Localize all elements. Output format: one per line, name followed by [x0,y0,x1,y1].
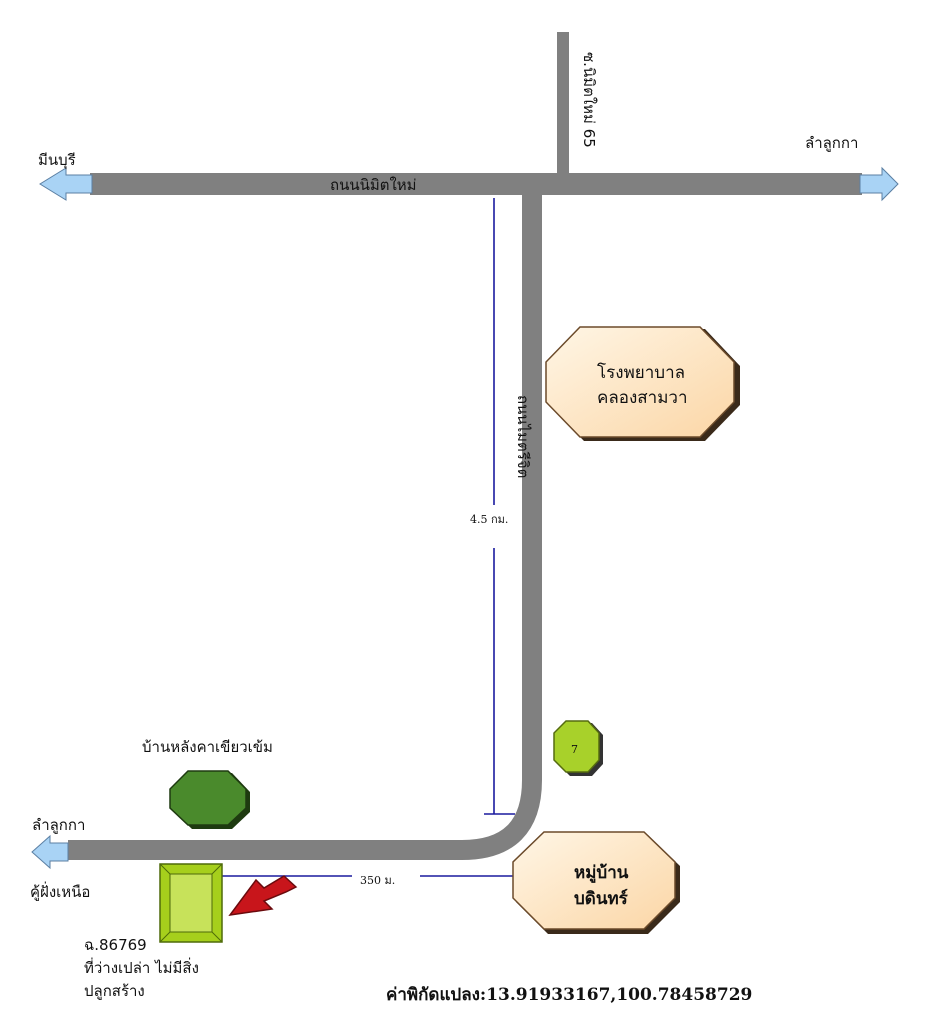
distance-label-350m: 350 ม. [360,874,395,887]
hospital-label-line1: โรงพยาบาล [597,362,685,383]
landmark-hospital: โรงพยาบาล คลองสามวา [545,326,740,441]
side-soi-road [557,32,569,176]
main-road [90,173,862,195]
arrow-right-icon [859,166,899,202]
parcel-bevel-1 [159,863,171,875]
village-label-line2: บดินทร์ [574,888,629,909]
seven-eleven-label: 7 [571,743,578,756]
village-label-line1: หมู่บ้าน [574,863,629,884]
parcel-coordinates: ค่าพิกัดแปลง:13.91933167,100.78458729 [386,985,752,1005]
direction-label-lamlukka-bottom: ลำลูกกา [32,816,85,834]
parcel-bevel-4 [211,931,223,943]
road-network [68,32,862,860]
arrow-west-top [39,167,93,201]
vertical-road [68,195,542,860]
parcel-bevel-3 [159,931,171,943]
parcel-label-line2: ที่ว่างเปล่า ไม่มีสิ่ง [84,957,199,977]
landmark-village: หมู่บ้าน บดินทร์ [512,831,680,934]
landmark-green-roof-house: บ้านหลังคาเขียวเข้ม [142,738,273,829]
direction-label-lamlukka-top: ลำลูกกา [805,134,858,152]
green-roof-house-label: บ้านหลังคาเขียวเข้ม [142,738,273,756]
arrow-left-icon [31,834,69,870]
village-box [512,831,676,930]
landmark-seven-eleven: 7 [553,720,603,776]
distance-horizontal: 350 ม. [222,874,515,887]
parcel-label-line3: ปลูกสร้าง [84,982,145,1000]
parcel-inner [169,873,213,933]
parcel-bevel-2 [211,863,223,875]
parcel-label-line1: ฉ.86769 [84,936,147,954]
green-roof-house-marker [169,770,247,826]
arrow-left-icon [39,167,93,201]
direction-label-minburi: มีนบุรี [38,151,76,170]
parcel-pointer-arrow-icon [228,875,298,916]
arrow-east-top [859,166,899,202]
arrow-west-bottom [31,834,69,870]
direction-label-khufangnuea: คู้ฝั่งเหนือ [30,881,90,901]
hospital-label-line2: คลองสามวา [597,388,688,408]
road-label-soi-65: ซ.นิมิตใหม่ 65 [580,52,598,148]
seven-eleven-marker [553,720,600,773]
road-label-maitrijit: ถนนไมตรีจิต [514,395,532,478]
distance-label-4-5km: 4.5 กม. [470,513,508,526]
hospital-box [545,326,735,438]
road-label-nimitmai: ถนนนิมิตใหม่ [330,176,417,194]
distance-vertical: 4.5 กม. [470,198,515,815]
land-parcel [159,863,223,943]
